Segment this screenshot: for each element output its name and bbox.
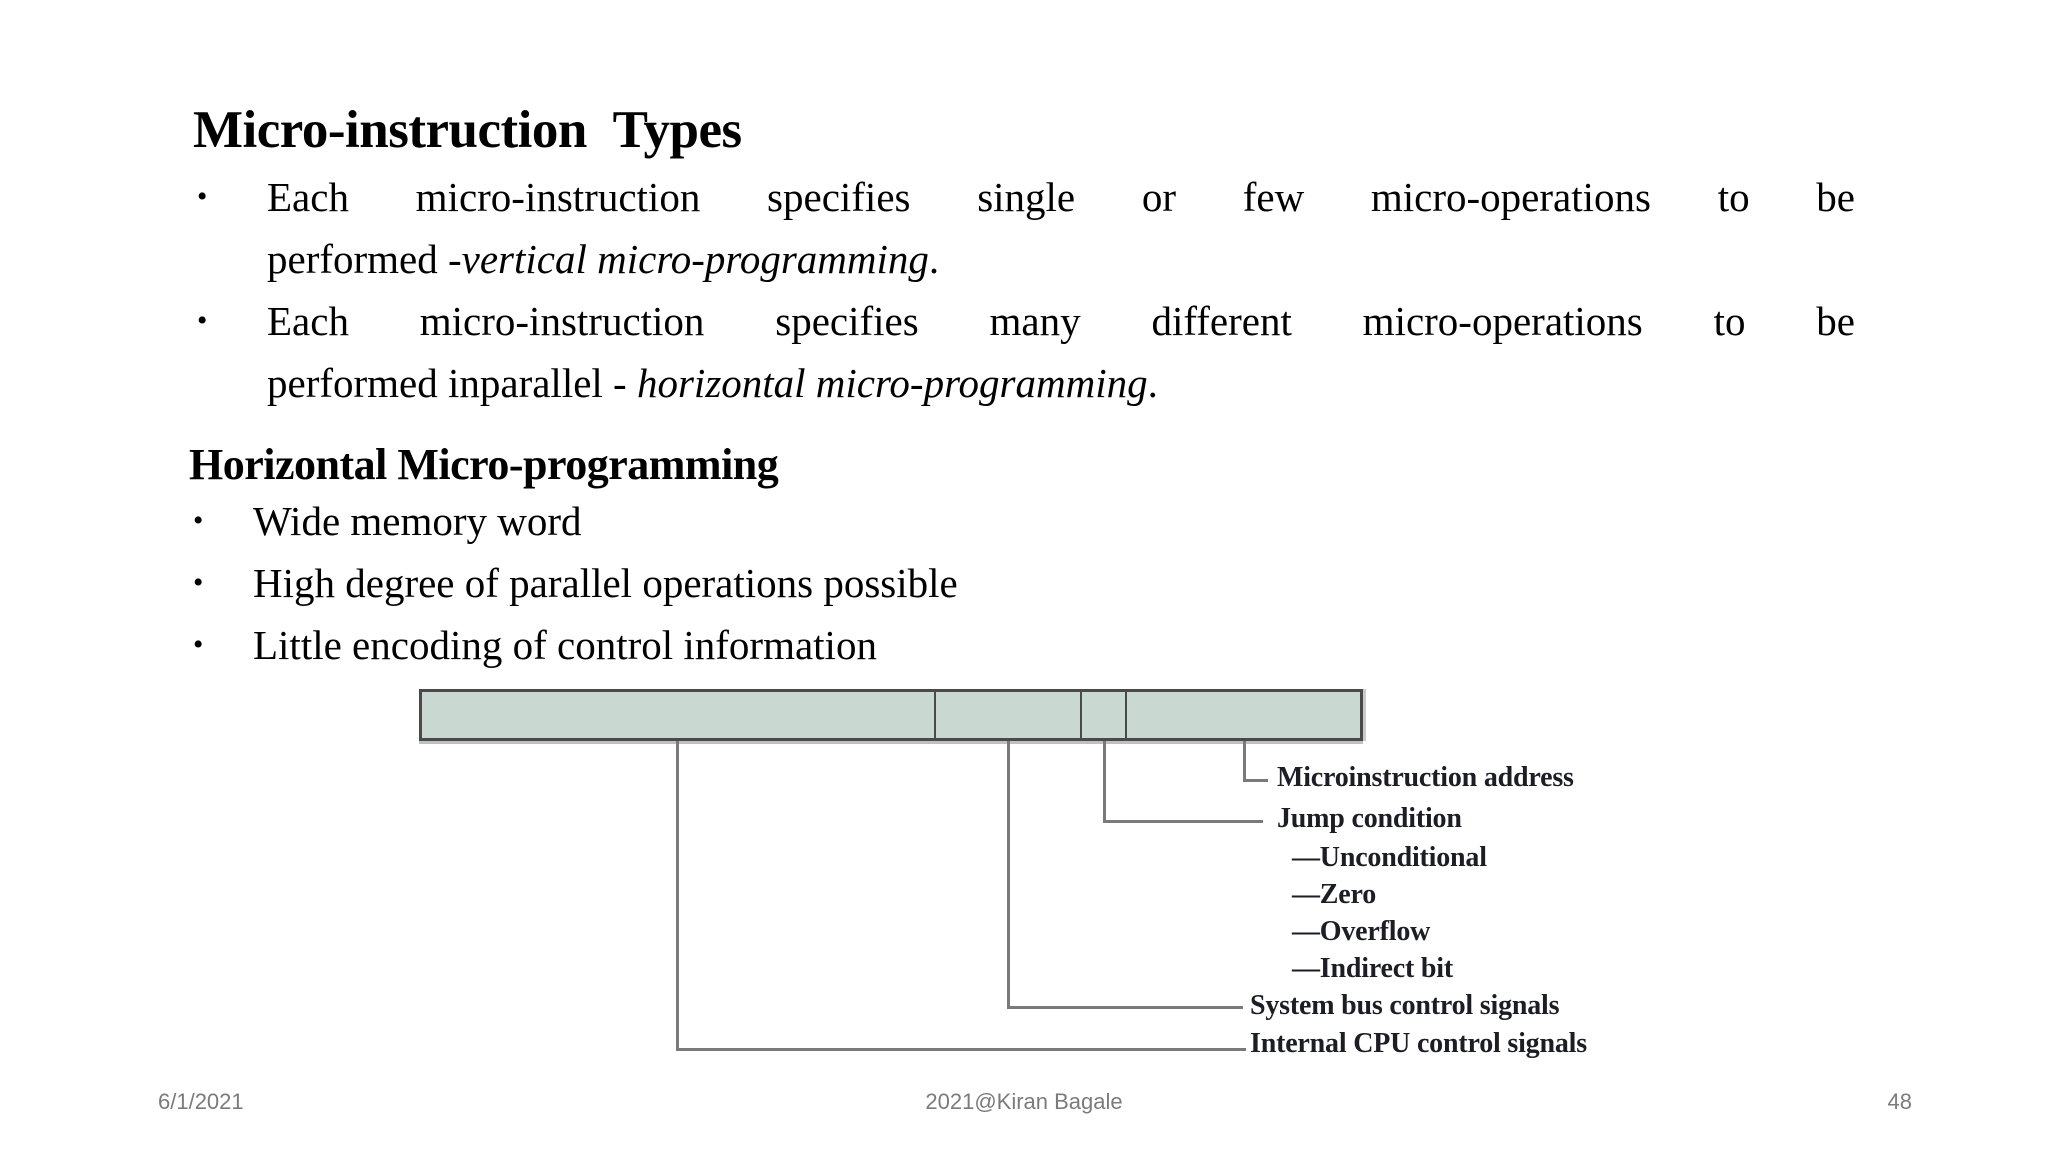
bullet-text: Each micro-instruction specifies single …	[267, 174, 1855, 220]
bullet-text-italic: horizontal micro-programming	[636, 360, 1148, 406]
page-title: Micro-instruction Types	[193, 101, 742, 159]
label-jump-condition: Jump condition	[1277, 803, 1462, 834]
jump-condition-field	[1082, 692, 1127, 738]
connector-jump-condition-vertical	[1103, 741, 1106, 823]
bullet-line: Each micro-instruction specifies single …	[267, 166, 1855, 228]
bullet-item: Each micro-instruction specifies many di…	[195, 290, 1855, 414]
bullet-text: performed -	[267, 236, 462, 282]
jump-option: —Unconditional	[1292, 842, 1487, 873]
bullet-item: Each micro-instruction specifies single …	[195, 166, 1855, 290]
sub-bullet-item: High degree of parallel operations possi…	[189, 552, 1689, 614]
jump-option: —Zero	[1292, 879, 1377, 910]
jump-option: —Indirect bit	[1292, 953, 1453, 984]
microinstruction-address-field	[1127, 692, 1360, 738]
connector-jump-condition-horizontal	[1103, 820, 1263, 823]
footer-credit: 2021@Kiran Bagale	[925, 1089, 1123, 1114]
bullet-text: .	[928, 236, 940, 282]
connector-internal-cpu-horizontal	[676, 1048, 1246, 1051]
horizontal-microprogramming-heading: Horizontal Micro-programming	[189, 440, 779, 489]
sub-bullet-item: Wide memory word	[189, 490, 1689, 552]
bullet-text: Each micro-instruction specifies many di…	[267, 298, 1855, 344]
microinstruction-format-bar	[419, 689, 1363, 741]
connector-system-bus-vertical	[1007, 741, 1010, 1009]
footer-date: 6/1/2021	[158, 1089, 244, 1114]
bullet-text: .	[1147, 360, 1158, 406]
connector-microinstruction-address-horizontal	[1243, 779, 1268, 782]
connector-internal-cpu-vertical	[676, 741, 679, 1051]
label-microinstruction-address: Microinstruction address	[1277, 762, 1574, 793]
horizontal-microprogramming-list: Wide memory wordHigh degree of parallel …	[189, 490, 1689, 676]
label-internal-cpu-control-signals: Internal CPU control signals	[1250, 1028, 1587, 1059]
connector-system-bus-horizontal	[1007, 1006, 1243, 1009]
bullet-line: Each micro-instruction specifies many di…	[267, 290, 1855, 352]
internal-cpu-control-signals-field	[422, 692, 936, 738]
bullet-text: performed inparallel -	[267, 360, 637, 406]
connector-microinstruction-address-vertical	[1243, 741, 1246, 782]
bullet-line: performed -vertical micro-programming.	[267, 228, 1855, 290]
jump-option: —Overflow	[1292, 916, 1431, 947]
micro-instruction-types-list: Each micro-instruction specifies single …	[195, 166, 1855, 414]
footer-page-number: 48	[1887, 1089, 1912, 1114]
bullet-text-italic: vertical micro-programming	[461, 236, 929, 282]
label-system-bus-control-signals: System bus control signals	[1250, 990, 1560, 1021]
jump-condition-options: —Unconditional —Zero —Overflow —Indirect bi…	[1292, 839, 1487, 987]
system-bus-control-signals-field	[936, 692, 1082, 738]
sub-bullet-item: Little encoding of control information	[189, 614, 1689, 676]
bullet-line: performed inparallel - horizontal micro-…	[267, 352, 1855, 414]
